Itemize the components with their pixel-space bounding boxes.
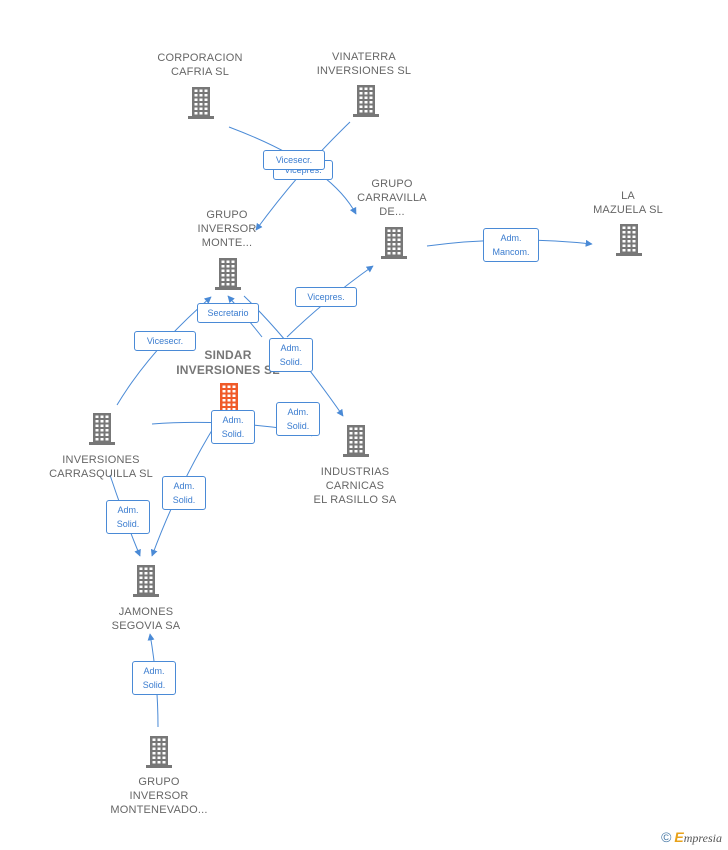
node-label-industrias-carnicas[interactable]: INDUSTRIAS CARNICAS EL RASILLO SA — [280, 465, 430, 507]
edge-label-text: Solid. — [172, 495, 196, 505]
building-icon[interactable] — [213, 257, 243, 291]
node-label-line: VINATERRA — [332, 51, 396, 63]
node-label-line: CORPORACION — [157, 52, 243, 64]
node-label-line: MAZUELA SL — [593, 204, 663, 216]
edge-label-adm-solid-carrasquilla-jamones[interactable]: Adm. Solid. — [106, 500, 150, 534]
building-icon[interactable] — [351, 84, 381, 118]
node-label-grupo-carravilla[interactable]: GRUPO CARRAVILLA DE... — [317, 177, 467, 219]
edge-label-text: Adm. — [287, 407, 309, 417]
brand-name-rest: mpresia — [683, 831, 722, 845]
edge-label-text: Mancom. — [492, 247, 530, 257]
node-label-inversiones-carrasquilla[interactable]: INVERSIONES CARRASQUILLA SL — [26, 453, 176, 481]
edge-label-text: Adm. — [222, 415, 244, 425]
edge-label-text: Solid. — [279, 357, 303, 367]
node-label-grupo-inversor-montenevado[interactable]: GRUPO INVERSOR MONTENEVADO... — [84, 775, 234, 817]
node-label-line: MONTENEVADO... — [110, 804, 208, 816]
edge-label-text: Vicepres. — [307, 292, 345, 302]
building-icon[interactable] — [341, 424, 371, 458]
node-label-line: CARRAVILLA — [357, 192, 427, 204]
node-label-grupo-inversor-monte[interactable]: GRUPO INVERSOR MONTE... — [152, 208, 302, 250]
edge-label-adm-solid-carrasquilla-industrias[interactable]: Adm. Solid. — [211, 410, 255, 444]
edge-label-text: Vicesecr. — [146, 336, 184, 346]
edge-label-adm-solid-industrias[interactable]: Adm. Solid. — [276, 402, 320, 436]
edge-label-text: Solid. — [286, 421, 310, 431]
building-icon[interactable] — [131, 564, 161, 598]
edge-label-secretario[interactable]: Secretario — [197, 303, 259, 323]
node-label-line: INVERSIONES SL — [176, 363, 280, 377]
edge-label-text: Solid. — [221, 429, 245, 439]
node-label-line: SEGOVIA SA — [111, 620, 181, 632]
building-icon[interactable] — [87, 412, 117, 446]
node-label-jamones-segovia[interactable]: JAMONES SEGOVIA SA — [71, 605, 221, 633]
node-label-line: CAFRIA SL — [170, 66, 230, 78]
building-icon[interactable] — [614, 223, 644, 257]
edge-label-text: Adm. — [500, 233, 522, 243]
edge-label-vicesecr-left[interactable]: Vicesecr. — [134, 331, 196, 351]
node-label-line: DE... — [379, 206, 405, 218]
edge-label-text: Adm. — [173, 481, 195, 491]
node-label-line: CARRASQUILLA SL — [49, 468, 153, 480]
edge-label-text: Secretario — [207, 308, 249, 318]
edge-label-vicepres-mid[interactable]: Vicepres. — [295, 287, 357, 307]
empresia-logo: ©Empresia — [661, 829, 722, 846]
edge-label-text: Solid. — [116, 519, 140, 529]
building-icon[interactable] — [379, 226, 409, 260]
edge-label-adm-solid-sindar-right[interactable]: Adm. Solid. — [269, 338, 313, 372]
edge-label-adm-solid-sindar-jamones[interactable]: Adm. Solid. — [162, 476, 206, 510]
node-label-line: INVERSOR — [197, 223, 257, 235]
node-label-line: LA — [621, 190, 635, 202]
node-label-line: GRUPO — [138, 776, 180, 788]
edge-label-text: Adm. — [117, 505, 139, 515]
copyright-symbol: © — [661, 829, 672, 845]
building-icon[interactable] — [186, 86, 216, 120]
node-label-line: MONTE... — [201, 237, 253, 249]
edge-label-text: Adm. — [280, 343, 302, 353]
node-label-line: INVERSIONES — [62, 454, 140, 466]
node-label-line: EL RASILLO SA — [313, 494, 397, 506]
node-label-line: INVERSOR — [129, 790, 189, 802]
node-label-line: INDUSTRIAS — [320, 466, 390, 478]
node-label-vinaterra[interactable]: VINATERRA INVERSIONES SL — [289, 50, 439, 78]
node-label-line: CARNICAS — [325, 480, 385, 492]
node-label-line: GRUPO — [206, 209, 248, 221]
edge-label-adm-mancom[interactable]: Adm. Mancom. — [483, 228, 539, 262]
edge-label-text: Solid. — [142, 680, 166, 690]
node-label-line: GRUPO — [371, 178, 413, 190]
node-label-line: JAMONES — [118, 606, 174, 618]
node-label-sindar[interactable]: SINDAR INVERSIONES SL — [153, 348, 303, 378]
edge-label-adm-solid-bottom[interactable]: Adm. Solid. — [132, 661, 176, 695]
node-label-la-mazuela[interactable]: LA MAZUELA SL — [553, 189, 703, 217]
brand-first-letter: E — [674, 829, 684, 845]
node-label-corporacion-cafria[interactable]: CORPORACION CAFRIA SL — [125, 51, 275, 79]
edge-label-text: Vicepres. — [284, 165, 322, 175]
building-icon[interactable] — [144, 735, 174, 769]
edge-label-text: Vicesecr. — [275, 155, 313, 165]
node-label-line: SINDAR — [204, 348, 252, 362]
edge-label-vicesecr-top[interactable]: Vicesecr. — [263, 150, 325, 170]
edge-label-text: Adm. — [143, 666, 165, 676]
node-label-line: INVERSIONES SL — [316, 65, 412, 77]
